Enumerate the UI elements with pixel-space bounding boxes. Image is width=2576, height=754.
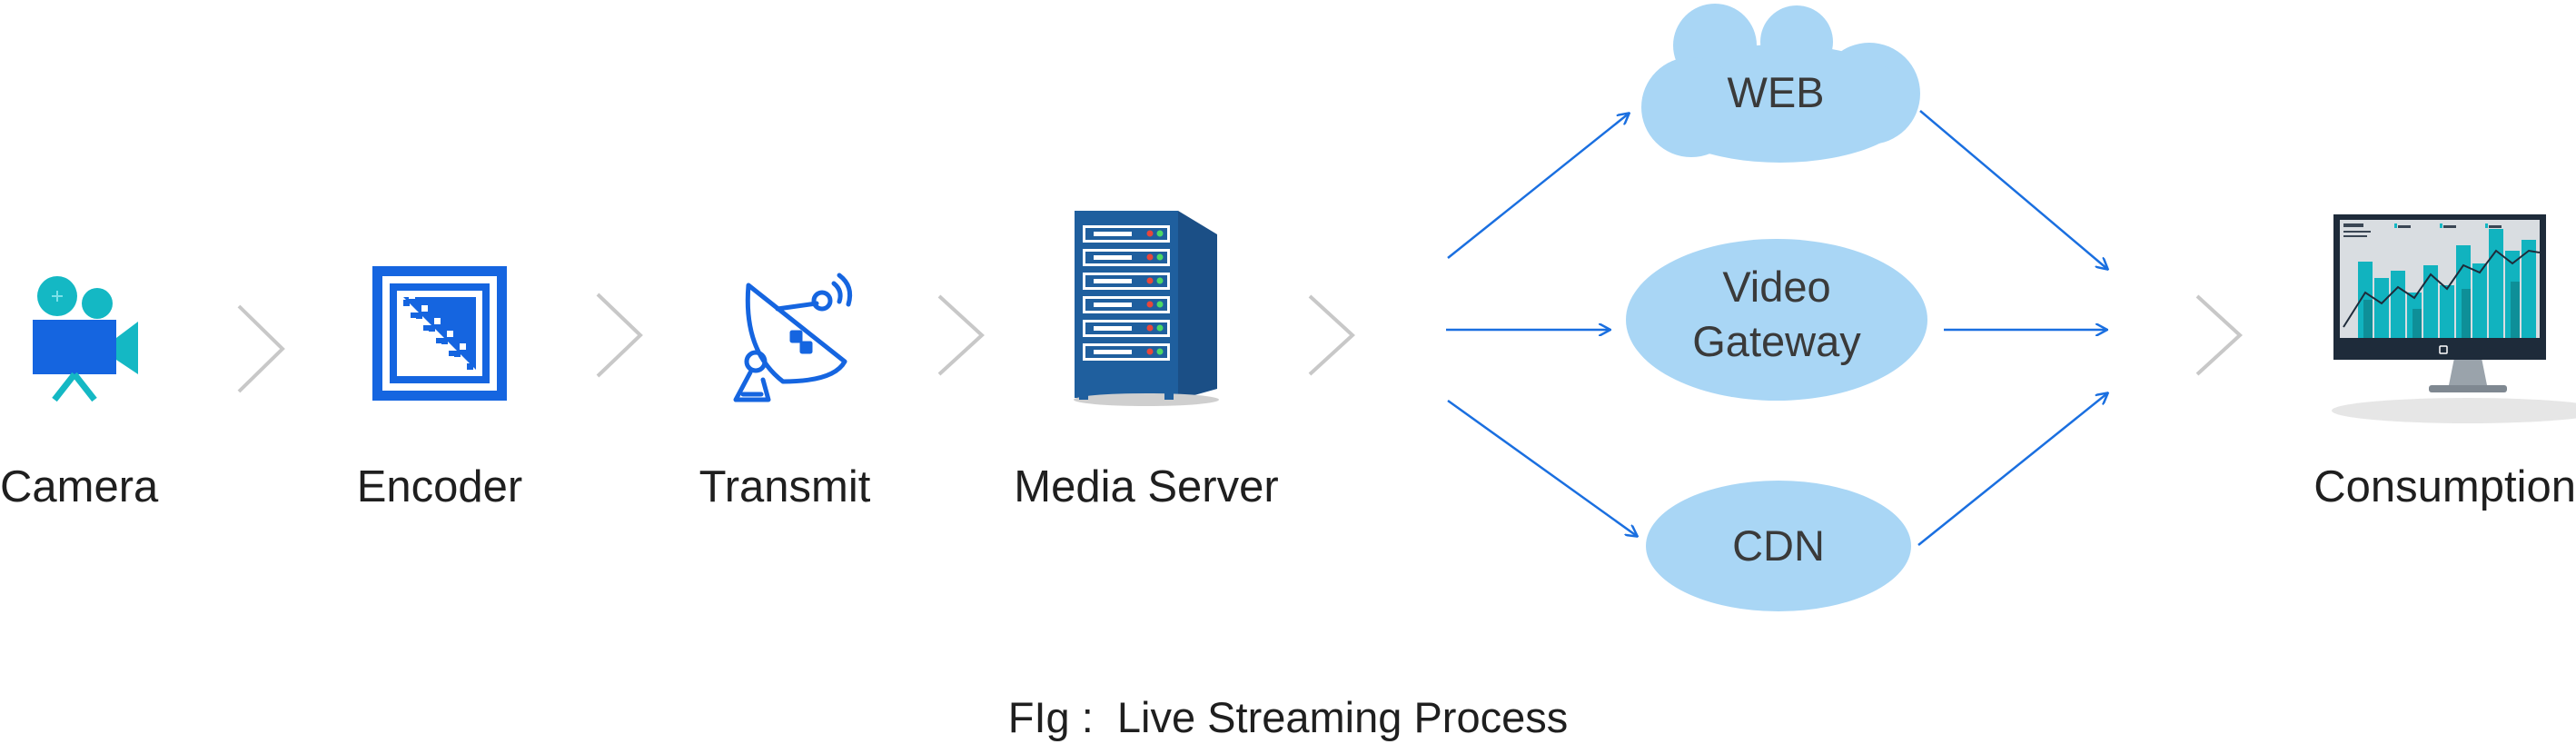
stage-label-media-server: Media Server bbox=[1014, 462, 1279, 511]
figure-caption: FIg : Live Streaming Process bbox=[1007, 693, 1569, 741]
arrow-server-to-web bbox=[1447, 114, 1629, 259]
cdn-ellipse bbox=[1646, 481, 1911, 611]
chevron-5 bbox=[2195, 294, 2243, 376]
video-camera-icon bbox=[33, 276, 138, 402]
web-label: WEB bbox=[1727, 68, 1825, 116]
server-rack-icon bbox=[1074, 211, 1219, 406]
monitor-dashboard-icon bbox=[2332, 214, 2576, 423]
stage-label-encoder: Encoder bbox=[356, 462, 523, 511]
stage-label-transmit: Transmit bbox=[698, 462, 871, 511]
video-gateway-ellipse bbox=[1626, 239, 1927, 401]
stage-label-consumption: Consumption bbox=[2313, 462, 2576, 511]
stage-label-camera: Camera bbox=[0, 462, 159, 511]
satellite-dish-icon bbox=[733, 273, 853, 402]
web-cloud bbox=[1641, 4, 1920, 163]
arrow-cdn-to-consumption bbox=[1917, 393, 2107, 546]
encoder-icon bbox=[372, 266, 507, 401]
arrow-server-to-cdn bbox=[1447, 399, 1637, 536]
chevron-2 bbox=[596, 293, 643, 378]
chevron-3 bbox=[937, 294, 985, 376]
arrow-web-to-consumption bbox=[1919, 110, 2107, 269]
chevron-1 bbox=[237, 304, 285, 393]
video-gateway-label: Video Gateway bbox=[1692, 263, 1861, 365]
cdn-label: CDN bbox=[1732, 521, 1825, 570]
chevron-4 bbox=[1308, 294, 1355, 376]
